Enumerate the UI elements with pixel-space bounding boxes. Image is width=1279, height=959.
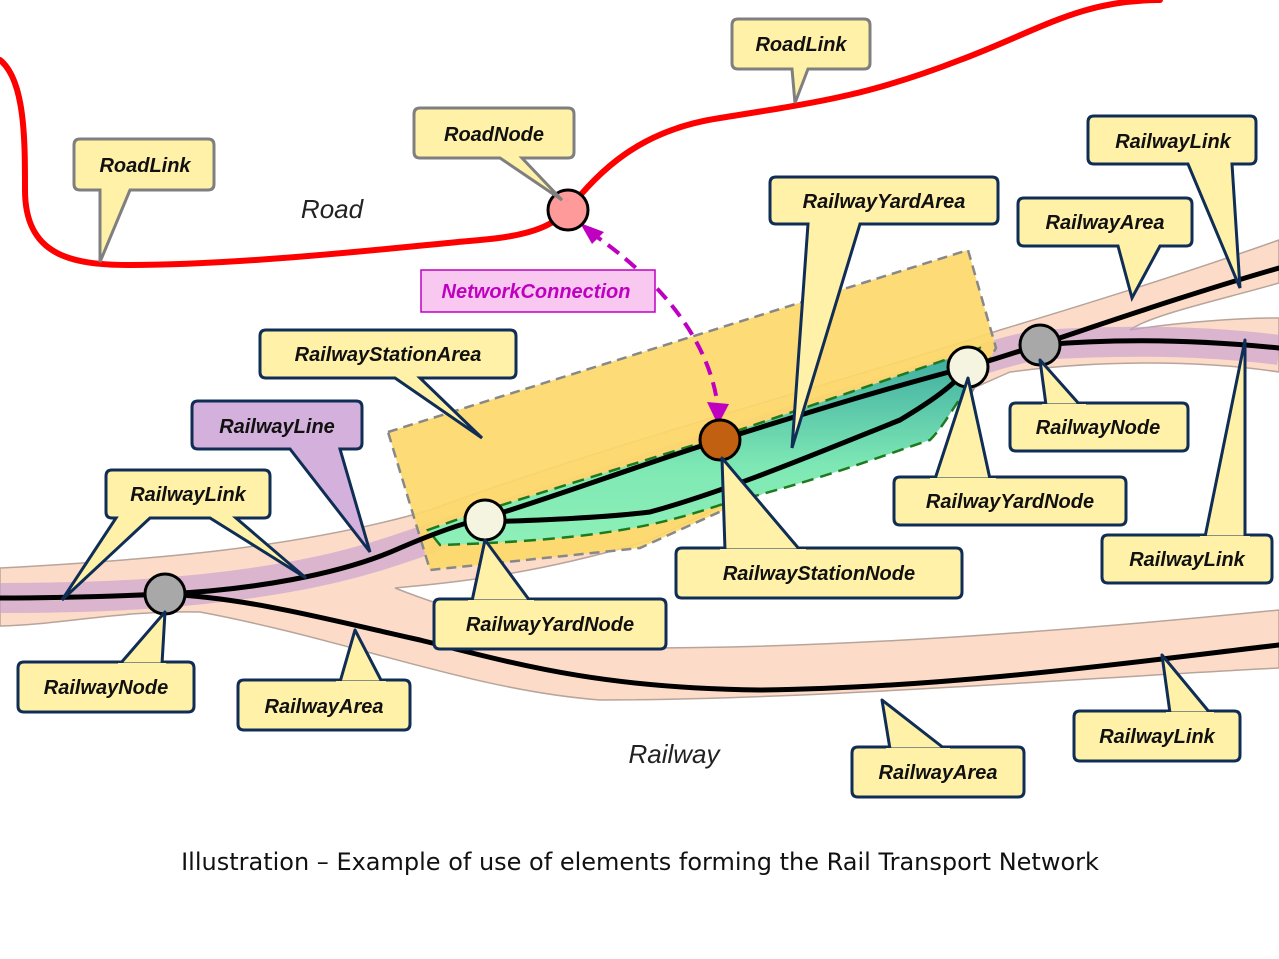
callout-railwaylink-bottom-right: RailwayLink xyxy=(1072,653,1242,763)
callout-roadnode: RoadNode xyxy=(412,106,576,202)
callout-railwaylink-left: RailwayLink xyxy=(60,468,307,602)
callout-railway-area-bottom-left: RailwayArea xyxy=(236,628,412,732)
roadnode-label: RoadNode xyxy=(444,124,544,146)
network-connection-label: NetworkConnection xyxy=(442,281,631,303)
callout-railway-area-bottom: RailwayArea xyxy=(850,698,1026,799)
callout-railway-yard-node-right: RailwayYardNode xyxy=(892,376,1128,527)
callout-roadlink-left: RoadLink xyxy=(72,137,216,263)
callout-railwaylink-top-right: RailwayLink xyxy=(1086,114,1258,289)
railway-yard-node-right-label: RailwayYardNode xyxy=(926,491,1094,513)
callout-railway-node-right: RailwayNode xyxy=(1008,358,1190,453)
network-connection-arrow xyxy=(580,223,729,425)
railway-node-right-label: RailwayNode xyxy=(1036,417,1160,439)
callout-railway-yard-node-left: RailwayYardNode xyxy=(432,538,668,651)
railwaylink-right-mid-label: RailwayLink xyxy=(1129,549,1245,571)
track-lower xyxy=(162,591,1279,693)
callout-railway-area-top: RailwayArea xyxy=(1016,196,1194,303)
railway-station-node-label: RailwayStationNode xyxy=(723,563,915,585)
track-yard-siding xyxy=(482,364,971,525)
railway-node-left xyxy=(143,572,187,616)
railway-area-top-label: RailwayArea xyxy=(1046,212,1165,234)
callout-railway-line: RailwayLine xyxy=(190,399,372,553)
railway-yard-area-label: RailwayYardArea xyxy=(803,191,966,213)
railway-yard-node-left-label: RailwayYardNode xyxy=(466,614,634,636)
track-right xyxy=(1037,338,1279,351)
railway-yard-node-left xyxy=(463,498,507,542)
callout-railway-station-area: RailwayStationArea xyxy=(258,328,518,440)
railway-area-bottom-left-label: RailwayArea xyxy=(265,696,384,718)
road-line xyxy=(0,0,1163,269)
railwaylink-left-label: RailwayLink xyxy=(130,484,246,506)
track-main-to-yard xyxy=(162,515,488,597)
railway-label: Railway xyxy=(628,739,721,769)
figure-caption: Illustration – Example of use of element… xyxy=(181,848,1099,876)
callout-railway-node-left: RailwayNode xyxy=(16,610,196,714)
railway-line-label: RailwayLine xyxy=(219,416,335,438)
railway-node-left-label: RailwayNode xyxy=(44,677,168,699)
road-label: Road xyxy=(301,194,365,224)
track-upper-right xyxy=(965,265,1279,370)
callout-roadlink-top: RoadLink xyxy=(730,17,872,104)
railway-area-bottom-label: RailwayArea xyxy=(879,762,998,784)
callout-railwaylink-right-mid: RailwayLink xyxy=(1100,338,1274,585)
railway-station-node xyxy=(698,418,742,462)
road-node xyxy=(546,188,590,232)
railway-station-area-label: RailwayStationArea xyxy=(295,344,482,366)
callout-railway-station-node: RailwayStationNode xyxy=(674,456,964,600)
roadlink-top-label: RoadLink xyxy=(755,34,847,56)
railwaylink-top-right-label: RailwayLink xyxy=(1115,131,1231,153)
railwaylink-bottom-right-label: RailwayLink xyxy=(1099,726,1215,748)
callout-network-connection: NetworkConnection xyxy=(420,269,656,313)
callout-railway-yard-area: RailwayYardArea xyxy=(768,175,1000,449)
roadlink-left-label: RoadLink xyxy=(99,155,191,177)
